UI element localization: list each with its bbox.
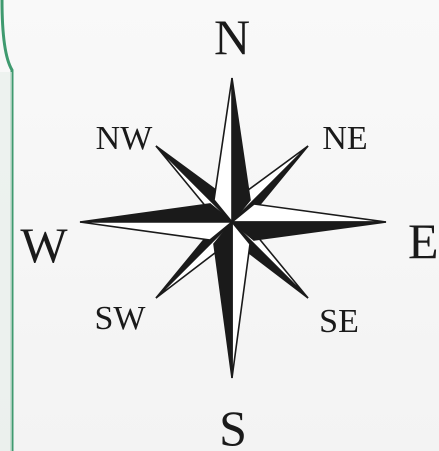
west-label: W: [20, 217, 68, 273]
north-point: [214, 78, 250, 222]
east-point: [232, 204, 386, 240]
northwest-label: NW: [96, 120, 154, 157]
south-point: [214, 222, 250, 378]
south-label: S: [219, 400, 247, 451]
northeast-label: NE: [322, 120, 367, 157]
east-label: E: [408, 213, 439, 269]
southwest-label: SW: [95, 300, 147, 337]
west-point: [80, 204, 232, 240]
north-label: N: [214, 9, 250, 65]
southeast-label: SE: [319, 303, 359, 340]
